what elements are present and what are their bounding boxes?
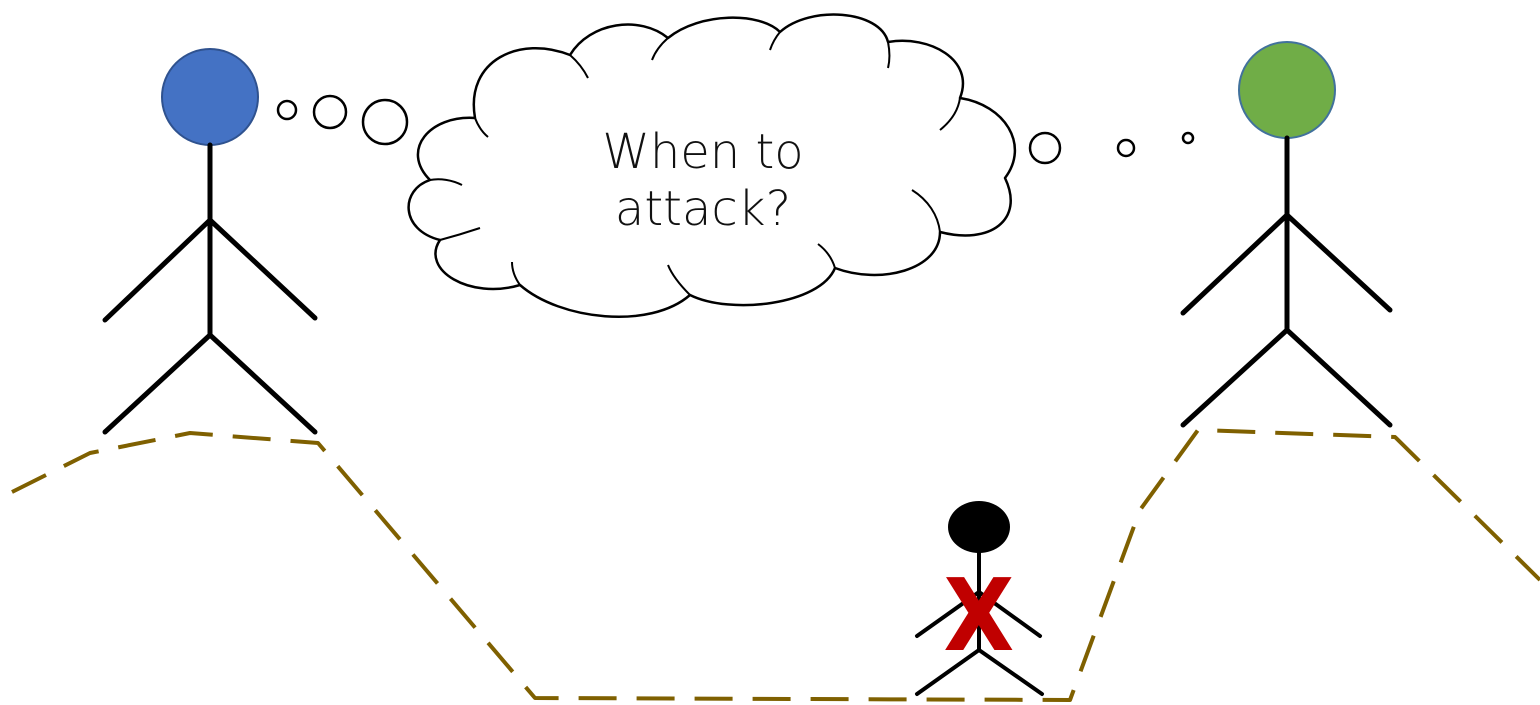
right-bubble-medium bbox=[1118, 140, 1134, 156]
small-figure-head bbox=[948, 501, 1010, 553]
left-figure-body bbox=[105, 145, 315, 432]
blue-head bbox=[162, 49, 258, 145]
green-head bbox=[1239, 42, 1335, 138]
small-stick-figure: X bbox=[917, 501, 1042, 694]
eliminated-marker: X bbox=[943, 557, 1014, 674]
right-stick-figure bbox=[1183, 42, 1390, 425]
right-thought-bubbles bbox=[1030, 133, 1193, 163]
left-bubble-small bbox=[278, 101, 296, 119]
right-bubble-small bbox=[1183, 133, 1193, 143]
left-bubble-large bbox=[363, 100, 407, 144]
thought-cloud: When to attack? bbox=[409, 15, 1015, 317]
left-bubble-medium bbox=[314, 96, 346, 128]
left-thought-bubbles bbox=[278, 96, 407, 144]
terrain-dashed-line bbox=[12, 430, 1540, 700]
thought-text-line-2: attack? bbox=[615, 181, 791, 237]
right-figure-body bbox=[1183, 138, 1390, 425]
thought-text-line-1: When to bbox=[602, 124, 803, 180]
right-bubble-large bbox=[1030, 133, 1060, 163]
